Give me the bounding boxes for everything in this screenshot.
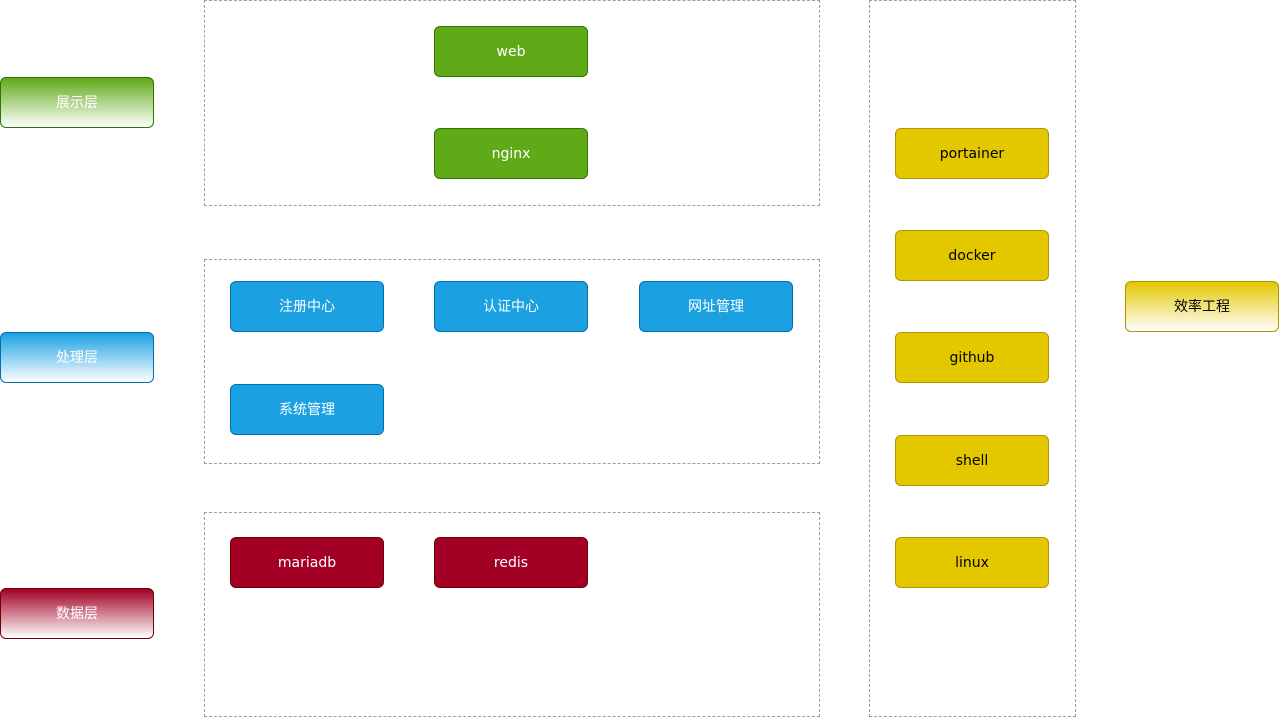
web-node[interactable]: web: [434, 26, 588, 77]
presentation-layer-label[interactable]: 展示层: [0, 77, 154, 128]
mariadb-node[interactable]: mariadb: [230, 537, 384, 588]
data-layer-label[interactable]: 数据层: [0, 588, 154, 639]
linux-node[interactable]: linux: [895, 537, 1049, 588]
nginx-node[interactable]: nginx: [434, 128, 588, 179]
presentation-layer-group: [204, 0, 820, 206]
auth-center-node[interactable]: 认证中心: [434, 281, 588, 332]
efficiency-label[interactable]: 效率工程: [1125, 281, 1279, 332]
processing-layer-group: [204, 259, 820, 464]
redis-node[interactable]: redis: [434, 537, 588, 588]
system-management-node[interactable]: 系统管理: [230, 384, 384, 435]
registry-center-node[interactable]: 注册中心: [230, 281, 384, 332]
github-node[interactable]: github: [895, 332, 1049, 383]
shell-node[interactable]: shell: [895, 435, 1049, 486]
docker-node[interactable]: docker: [895, 230, 1049, 281]
portainer-node[interactable]: portainer: [895, 128, 1049, 179]
url-management-node[interactable]: 网址管理: [639, 281, 793, 332]
processing-layer-label[interactable]: 处理层: [0, 332, 154, 383]
